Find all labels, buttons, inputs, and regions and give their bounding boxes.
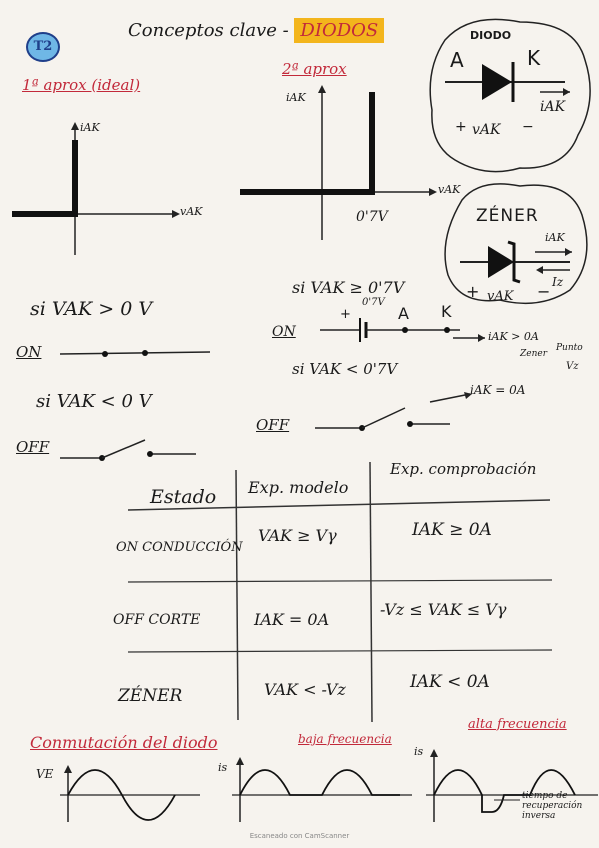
low-frequency-label: baja frecuencia: [298, 732, 392, 746]
second-on-label: ON: [272, 324, 296, 340]
table-row-3-check: IAK < 0A: [410, 672, 490, 692]
approx1-y-axis: iAK: [80, 121, 100, 134]
zener-title: ZÉNER: [476, 206, 539, 226]
zener-note-left: Zener: [520, 349, 548, 359]
approx1-x-axis: vAK: [180, 205, 203, 218]
second-off-current: iAK = 0A: [470, 383, 526, 397]
table-row-2-check: -Vz ≤ VAK ≤ Vγ: [380, 600, 507, 619]
scanner-footer: Escaneado con CamScanner: [249, 832, 350, 840]
table-row-2-model: IAK = 0A: [254, 610, 330, 629]
zener-current-top: iAK: [545, 231, 565, 244]
recovery-time-label: tiempo de recuperación inversa: [522, 791, 583, 821]
second-off-label: OFF: [256, 416, 290, 434]
topic-badge: T2: [26, 32, 60, 62]
second-node-k: K: [441, 302, 452, 321]
diode-current: iAK: [540, 99, 566, 115]
table-row-3-model: VAK < -Vz: [264, 680, 346, 699]
switching-title: Conmutación del diodo: [30, 733, 218, 752]
diode-anode: A: [450, 48, 464, 72]
second-off-condition: si VAK < 0'7V: [292, 360, 398, 378]
table-row-2-state: OFF CORTE: [113, 612, 201, 628]
zener-note-bottom: Vz: [566, 361, 579, 372]
table-row-1-check: IAK ≥ 0A: [412, 520, 492, 540]
ideal-off-condition: si VAK < 0 V: [36, 391, 152, 412]
table-header-estado: Estado: [150, 486, 217, 508]
diode-title: DIODO: [470, 29, 512, 42]
approx2-threshold: 0'7V: [356, 209, 388, 225]
ideal-off-label: OFF: [16, 438, 50, 456]
zener-current-rev: Iz: [552, 275, 564, 289]
approx2-x-axis: vAK: [438, 183, 461, 196]
approx2-y-axis: iAK: [286, 91, 306, 104]
zener-plus: +: [466, 282, 480, 301]
second-on-condition: si VAK ≥ 0'7V: [292, 278, 405, 297]
zener-voltage: vAK: [487, 289, 514, 304]
diode-minus: −: [522, 119, 534, 135]
table-row-3-state: ZÉNER: [118, 686, 183, 706]
table-header-modelo: Exp. modelo: [248, 478, 349, 497]
ideal-on-label: ON: [16, 343, 42, 361]
approx1-title: 1ª aprox (ideal): [22, 76, 141, 94]
page-title: Conceptos clave - DIODOS: [128, 18, 385, 43]
approx2-title: 2ª aprox: [282, 60, 347, 78]
diode-triangle: [482, 64, 512, 100]
diode-plus: +: [455, 119, 467, 135]
zener-minus: −: [537, 282, 551, 301]
table-header-comprobacion: Exp. comprobación: [390, 460, 537, 478]
second-characteristic: [240, 92, 375, 195]
table-row-1-model: VAK ≥ Vγ: [258, 526, 337, 545]
second-source-plus: +: [340, 307, 351, 322]
second-source-voltage: 0'7V: [362, 297, 385, 308]
is-axis-label-2: is: [414, 745, 424, 758]
ideal-on-condition: si VAK > 0 V: [30, 298, 153, 320]
diode-cathode: K: [527, 46, 541, 70]
zener-note-right: Punto: [556, 343, 583, 353]
high-frequency-label: alta frecuencia: [468, 717, 567, 732]
is-axis-label-1: is: [218, 761, 228, 774]
title-dash: -: [276, 20, 295, 41]
table-row-1-state: ON CONDUCCIÓN: [116, 540, 243, 555]
title-highlight: DIODOS: [294, 18, 385, 43]
second-node-a: A: [398, 304, 409, 323]
zener-cloud: [444, 183, 588, 305]
ve-axis-label: VE: [36, 767, 54, 781]
diode-cloud: [429, 18, 591, 173]
ideal-characteristic: [12, 140, 78, 217]
second-on-current: iAK > 0A: [488, 330, 539, 343]
title-prefix: Conceptos clave: [128, 20, 277, 41]
diode-voltage: vAK: [472, 122, 501, 138]
